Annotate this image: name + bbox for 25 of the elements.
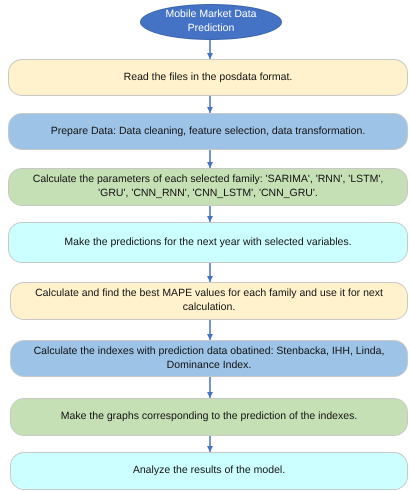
arrow bbox=[207, 436, 213, 452]
step-text: Make the predictions for the next year with selected variables. bbox=[64, 236, 352, 250]
arrow bbox=[207, 96, 213, 113]
process-box bbox=[10, 340, 408, 377]
step-text: Calculate and find the best MAPE values for each family and use it for next calculation. bbox=[34, 287, 384, 315]
process-box bbox=[10, 282, 408, 320]
process-box bbox=[10, 452, 408, 490]
arrow bbox=[207, 320, 213, 340]
step-text: Make the graphs corresponding to the prediction of the indexes. bbox=[60, 410, 358, 424]
arrow bbox=[207, 206, 213, 222]
process-box bbox=[8, 59, 408, 96]
process-box bbox=[8, 113, 408, 150]
arrow bbox=[207, 263, 213, 282]
step-text: Read the files in the posdata format. bbox=[124, 70, 292, 84]
step-text: Calculate the parameters of each selected family: 'SARIMA', 'RNN', 'LSTM', 'GRU', 'CNN_RNN', 'CNN_LSTM', 'CNN_GRU'. bbox=[32, 173, 384, 201]
process-box bbox=[8, 168, 408, 206]
step-text: Prepare Data: Data cleaning, feature selection, data transformation. bbox=[50, 124, 366, 138]
arrow bbox=[207, 150, 213, 168]
process-box bbox=[8, 222, 408, 263]
step-text: Analyze the results of the model. bbox=[132, 464, 286, 478]
arrow bbox=[207, 377, 213, 398]
process-box bbox=[10, 398, 408, 436]
arrow bbox=[207, 40, 213, 59]
step-text: Mobile Market Data Prediction bbox=[164, 8, 258, 36]
step-text: Calculate the indexes with prediction data obatined: Stenbacka, IHH, Linda, Dominance Index. bbox=[32, 344, 386, 372]
